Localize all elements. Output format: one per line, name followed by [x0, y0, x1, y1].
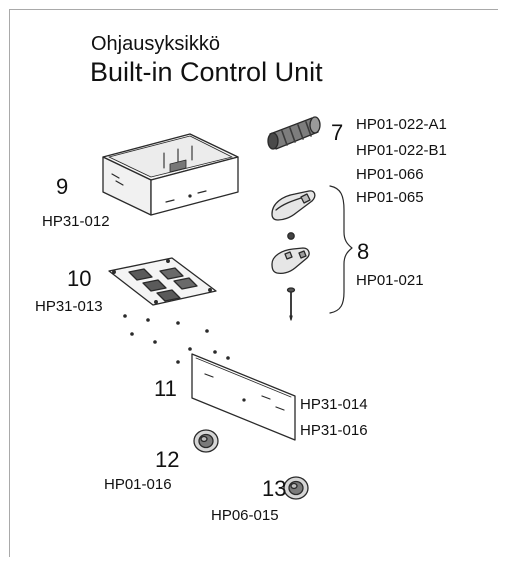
part-7-knob-drawing [267, 116, 321, 150]
part-7-code-4: HP01-065 [356, 189, 424, 206]
part-12-cap-drawing [193, 429, 219, 453]
part-9-housing-drawing [102, 133, 239, 216]
part-10-code-1: HP31-013 [35, 298, 103, 315]
part-13-cap-drawing [283, 476, 309, 500]
part-11-number: 11 [154, 376, 177, 401]
part-12-number: 12 [155, 447, 180, 472]
part-8-knob-holder-drawing [271, 185, 353, 321]
part-11-code-1: HP31-014 [300, 396, 368, 413]
part-11-code-2: HP31-016 [300, 422, 368, 439]
part-10-number: 10 [67, 266, 92, 291]
mounting-screws-drawing [123, 314, 230, 368]
part-13-code-1: HP06-015 [211, 507, 279, 524]
part-7-code-3: HP01-066 [356, 166, 424, 183]
part-12-code-1: HP01-016 [104, 476, 172, 493]
diagram-frame [9, 9, 498, 557]
part-7-number: 7 [331, 120, 344, 145]
part-7-code-2: HP01-022-B1 [356, 142, 447, 159]
part-9-code-1: HP31-012 [42, 213, 110, 230]
part-11-front-plate-drawing [191, 353, 296, 441]
part-7-code-1: HP01-022-A1 [356, 116, 447, 133]
part-8-code-1: HP01-021 [356, 272, 424, 289]
part-9-number: 9 [56, 174, 69, 199]
part-13-number: 13 [262, 476, 287, 501]
title-finnish: Ohjausyksikkö [91, 33, 220, 55]
part-10-board-drawing [108, 257, 217, 306]
title-english: Built-in Control Unit [90, 57, 323, 87]
part-8-number: 8 [357, 239, 370, 264]
